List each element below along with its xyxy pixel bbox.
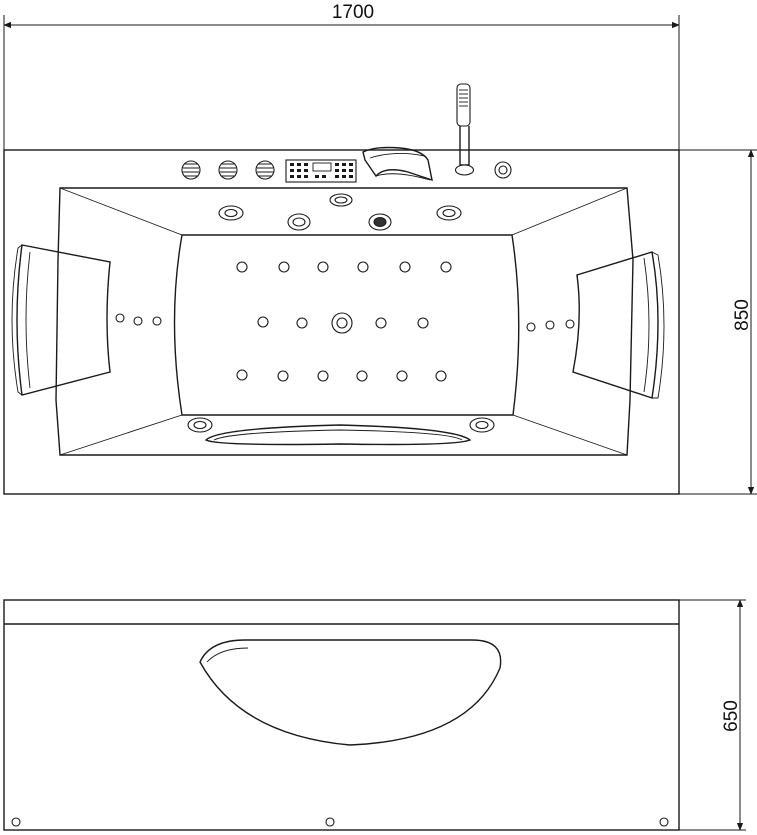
grab-bar [204, 424, 472, 446]
slope-line [59, 187, 183, 236]
length-label: 1700 [332, 2, 374, 23]
slope-line [59, 414, 183, 456]
side-view [3, 599, 680, 831]
waterfall-spout [362, 146, 433, 182]
floor-jets [236, 261, 452, 382]
control-knob [181, 160, 201, 180]
control-knob [255, 160, 275, 180]
wall-jet-right [436, 205, 462, 221]
foot [11, 817, 21, 827]
bottom-jet-left [187, 417, 213, 433]
slope-line [511, 187, 628, 236]
side-jet [565, 319, 575, 329]
dimension-height: 650 [679, 599, 746, 831]
left-headrest [11, 244, 111, 396]
grab-bar-inner [213, 429, 463, 441]
side-bowl-highlight [206, 647, 249, 663]
side-view-outline [3, 599, 680, 831]
overflow-fitting [329, 193, 353, 207]
side-jet [115, 313, 125, 323]
hand-shower [454, 83, 475, 176]
right-headrest [572, 251, 665, 399]
foot [325, 817, 335, 827]
dimension-width: 850 [679, 149, 757, 495]
side-bowl [199, 639, 502, 746]
wall-jet-left [218, 205, 244, 221]
height-label: 650 [721, 700, 742, 732]
dimension-length: 1700 [3, 2, 680, 150]
side-jet [152, 316, 162, 326]
side-jet [545, 320, 555, 330]
drain [331, 312, 353, 334]
top-view-outline [3, 149, 680, 495]
light-fitting [287, 213, 311, 231]
side-jet [133, 316, 143, 326]
width-label: 850 [732, 299, 753, 331]
speaker [368, 213, 392, 231]
bottom-jet-right [469, 417, 495, 433]
control-knob [218, 160, 238, 180]
valve-knob [494, 161, 512, 179]
slope-line [512, 414, 628, 456]
control-panel [285, 159, 357, 183]
top-view [3, 83, 680, 495]
side-jet [526, 322, 536, 332]
foot [659, 817, 669, 827]
